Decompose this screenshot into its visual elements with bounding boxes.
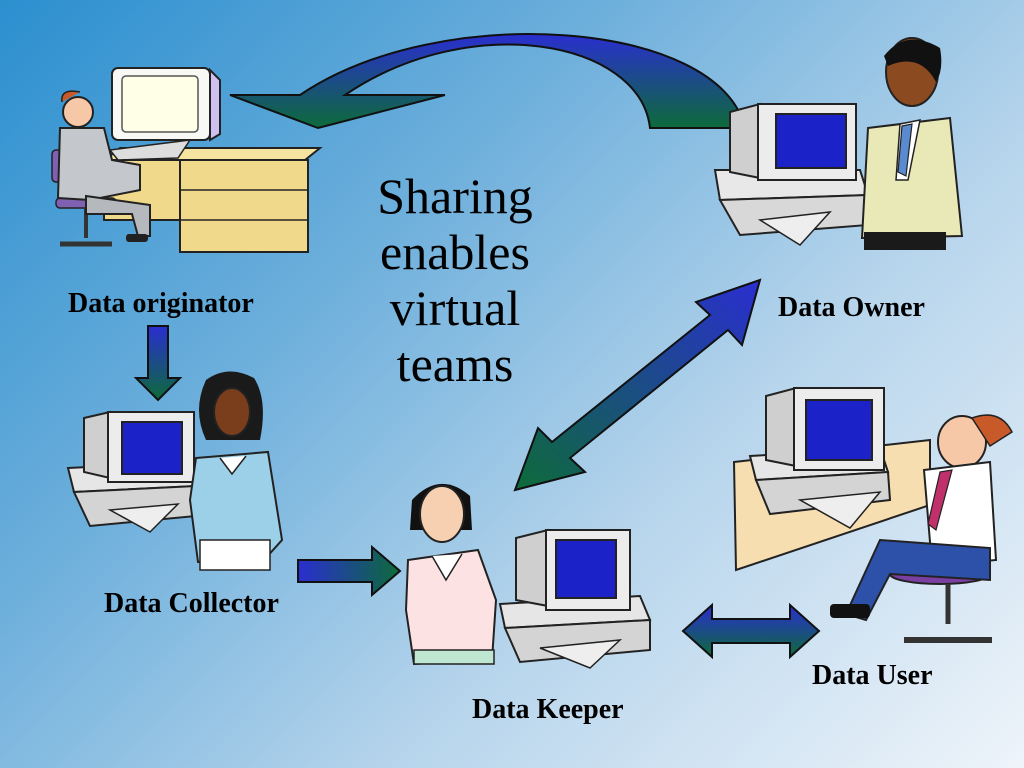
collector-illustration (66, 371, 284, 571)
central-message-line: virtual (389, 280, 521, 336)
label-data-owner: Data Owner (778, 292, 925, 323)
originator-illustration (51, 67, 323, 253)
user-illustration (732, 386, 1013, 643)
central-message-line: teams (396, 336, 514, 392)
label-data-keeper: Data Keeper (472, 694, 624, 725)
label-data-user: Data User (812, 660, 933, 691)
diagonal-double-arrow (513, 278, 762, 492)
keeper-illustration (404, 483, 652, 669)
right-arrow (297, 544, 402, 598)
owner-illustration (713, 37, 964, 250)
central-message-line: enables (380, 224, 530, 280)
horizontal-double-arrow (681, 602, 821, 660)
central-message-line: Sharing (377, 168, 533, 224)
down-arrow (133, 325, 183, 402)
central-message: Sharing enables virtual teams (350, 168, 560, 392)
label-data-collector: Data Collector (104, 588, 279, 619)
arc-arrow (229, 33, 747, 130)
label-data-originator: Data originator (68, 288, 254, 319)
